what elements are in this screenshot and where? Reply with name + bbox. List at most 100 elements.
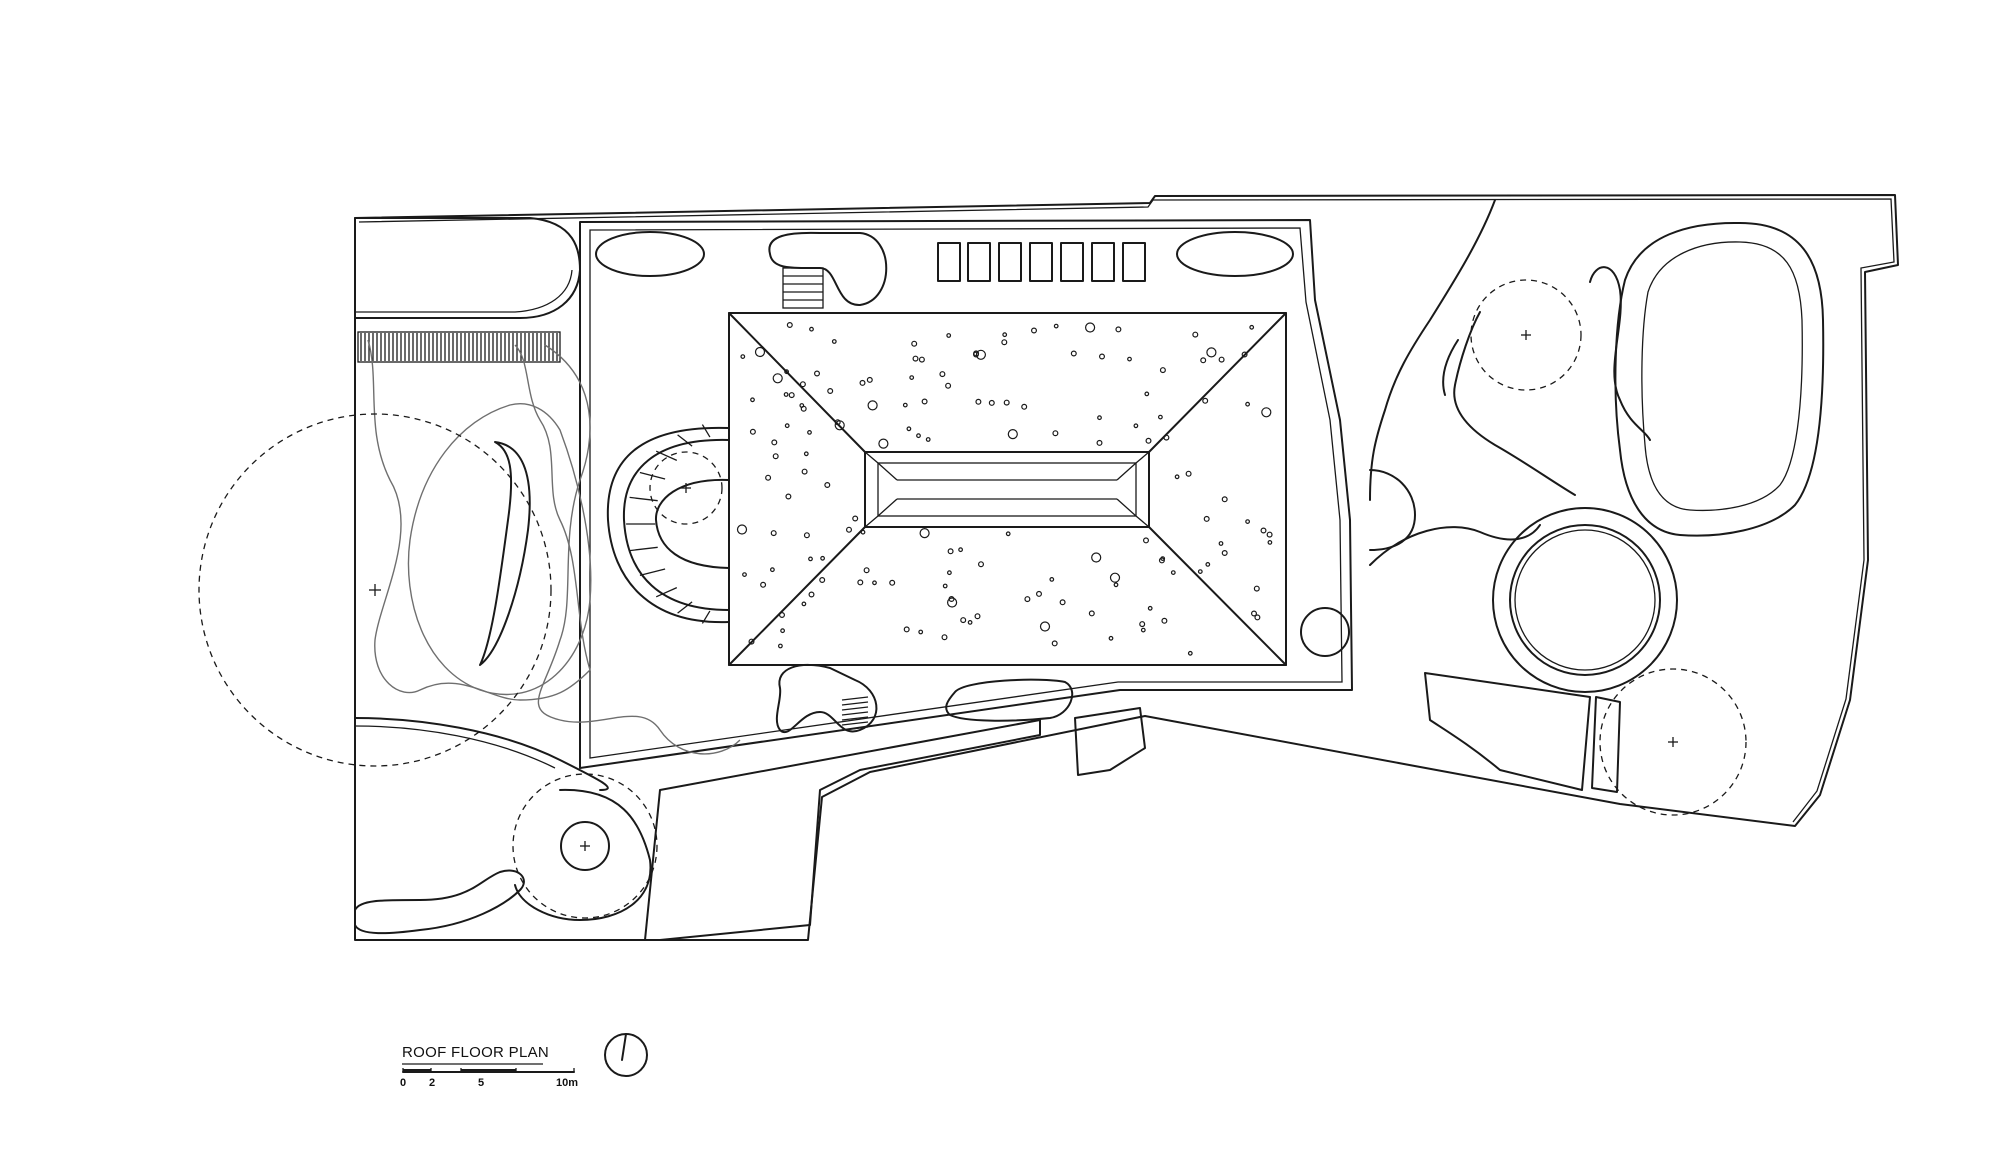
perforation-dot <box>1049 577 1055 582</box>
perforation-dot <box>1218 541 1224 546</box>
perforation-dot <box>1245 519 1250 524</box>
perforation-dot <box>803 532 810 539</box>
perforation-dot <box>1030 327 1037 334</box>
scale-tick-0: 0 <box>400 1077 406 1089</box>
perforation-dot <box>919 527 930 539</box>
perforation-dot <box>973 350 980 357</box>
perforation-dot <box>780 628 785 634</box>
bottom-left-garden <box>354 773 658 935</box>
perforation-dot <box>786 322 793 329</box>
site-boundary <box>354 194 1899 941</box>
scale-tick-2: 2 <box>429 1077 435 1089</box>
perforation-dot <box>807 430 812 435</box>
perforation-dot <box>988 399 995 406</box>
perforation-dot <box>1157 414 1163 420</box>
stair-step <box>841 716 869 721</box>
perforation-dot <box>801 468 808 475</box>
perforation-dot <box>1145 437 1152 444</box>
perforation-dot <box>1144 391 1150 397</box>
perforation-dot <box>770 530 777 537</box>
perforation-dot <box>778 643 783 649</box>
perforation-dot <box>947 548 954 555</box>
perforation-dot <box>834 419 841 426</box>
perforation-dot <box>947 570 952 576</box>
perforation-dot <box>1021 403 1028 410</box>
perforation-dot <box>859 379 866 386</box>
perforation-dot <box>1091 552 1102 563</box>
perforation-dot <box>1115 326 1122 333</box>
perforation-dot <box>872 580 877 586</box>
perforation-dot <box>1140 627 1146 633</box>
perforation-dot <box>1098 353 1105 360</box>
planter-top-curved <box>768 231 888 307</box>
perforation-dot <box>754 346 766 358</box>
perforation-dot <box>958 547 963 553</box>
perforation-dot <box>803 451 809 457</box>
scale-tick-10m: 10m <box>556 1077 578 1089</box>
hatched-strip <box>357 331 561 363</box>
perforation-dot <box>845 526 852 533</box>
perforation-dot <box>867 400 878 411</box>
perforation-dot <box>903 626 910 633</box>
perforation-dot <box>748 638 755 645</box>
perforation-dot <box>783 392 789 397</box>
perforation-dot <box>819 576 826 583</box>
perforation-dot <box>1192 331 1199 338</box>
perforation-dot <box>736 524 748 535</box>
perforation-dot <box>857 579 864 586</box>
perforation-dot <box>918 629 924 635</box>
stair-tread <box>677 434 693 447</box>
stair-tread <box>629 546 658 552</box>
perforation-dot <box>1218 356 1225 363</box>
spiral-stair <box>606 421 730 627</box>
perforation-dot <box>770 567 775 573</box>
perforation-dot <box>788 392 795 399</box>
perforation-dot <box>1253 585 1260 592</box>
perforation-dot <box>765 474 772 481</box>
perforation-dot <box>945 382 952 389</box>
north-arrow-icon <box>604 1033 648 1077</box>
perforation-dot <box>831 339 837 344</box>
perforation-dot <box>800 405 807 412</box>
perforation-dot <box>1267 540 1273 545</box>
perforation-dot <box>960 617 967 624</box>
perforation-dot <box>750 397 755 403</box>
left-garden <box>198 217 741 791</box>
perforation-dot <box>772 373 783 384</box>
perforation-dot <box>1039 621 1051 632</box>
perforation-dot <box>1187 650 1193 656</box>
perforation-dot <box>824 482 831 489</box>
perforation-dot <box>902 402 908 408</box>
stair-step <box>841 721 869 726</box>
perforation-dot <box>1254 614 1261 621</box>
perforation-dot <box>1202 397 1209 404</box>
planter-oval-right <box>1176 231 1294 277</box>
perforation-dot <box>1133 423 1139 429</box>
perforation-dot <box>921 398 928 405</box>
perforation-dot <box>1024 596 1031 603</box>
perforation-dot <box>808 591 815 598</box>
perforation-dot <box>1197 569 1203 574</box>
roof-deck <box>579 219 1353 769</box>
perforation-dot <box>1170 570 1176 575</box>
perforation-dot <box>1108 635 1114 641</box>
perforation-dot <box>778 611 785 618</box>
perforation-dot <box>911 340 918 347</box>
perforation-dot <box>740 354 746 360</box>
perforation-dot <box>1241 351 1248 358</box>
perforation-dot <box>1245 401 1250 407</box>
planter-oval-left <box>595 231 705 277</box>
perforation-dot <box>1113 582 1119 588</box>
perforation-dot <box>1139 621 1146 628</box>
perforation-dot <box>1051 640 1058 647</box>
perforation-dot <box>1052 430 1059 437</box>
perforation-dot <box>1206 347 1217 358</box>
perforation-dot <box>918 356 925 363</box>
perforation-dot <box>1221 549 1228 556</box>
perforation-dot <box>771 439 778 446</box>
stair-tread <box>629 496 658 502</box>
perforation-dot <box>1266 531 1273 538</box>
perforation-dot <box>1203 515 1210 522</box>
perforation-dot <box>975 398 982 405</box>
